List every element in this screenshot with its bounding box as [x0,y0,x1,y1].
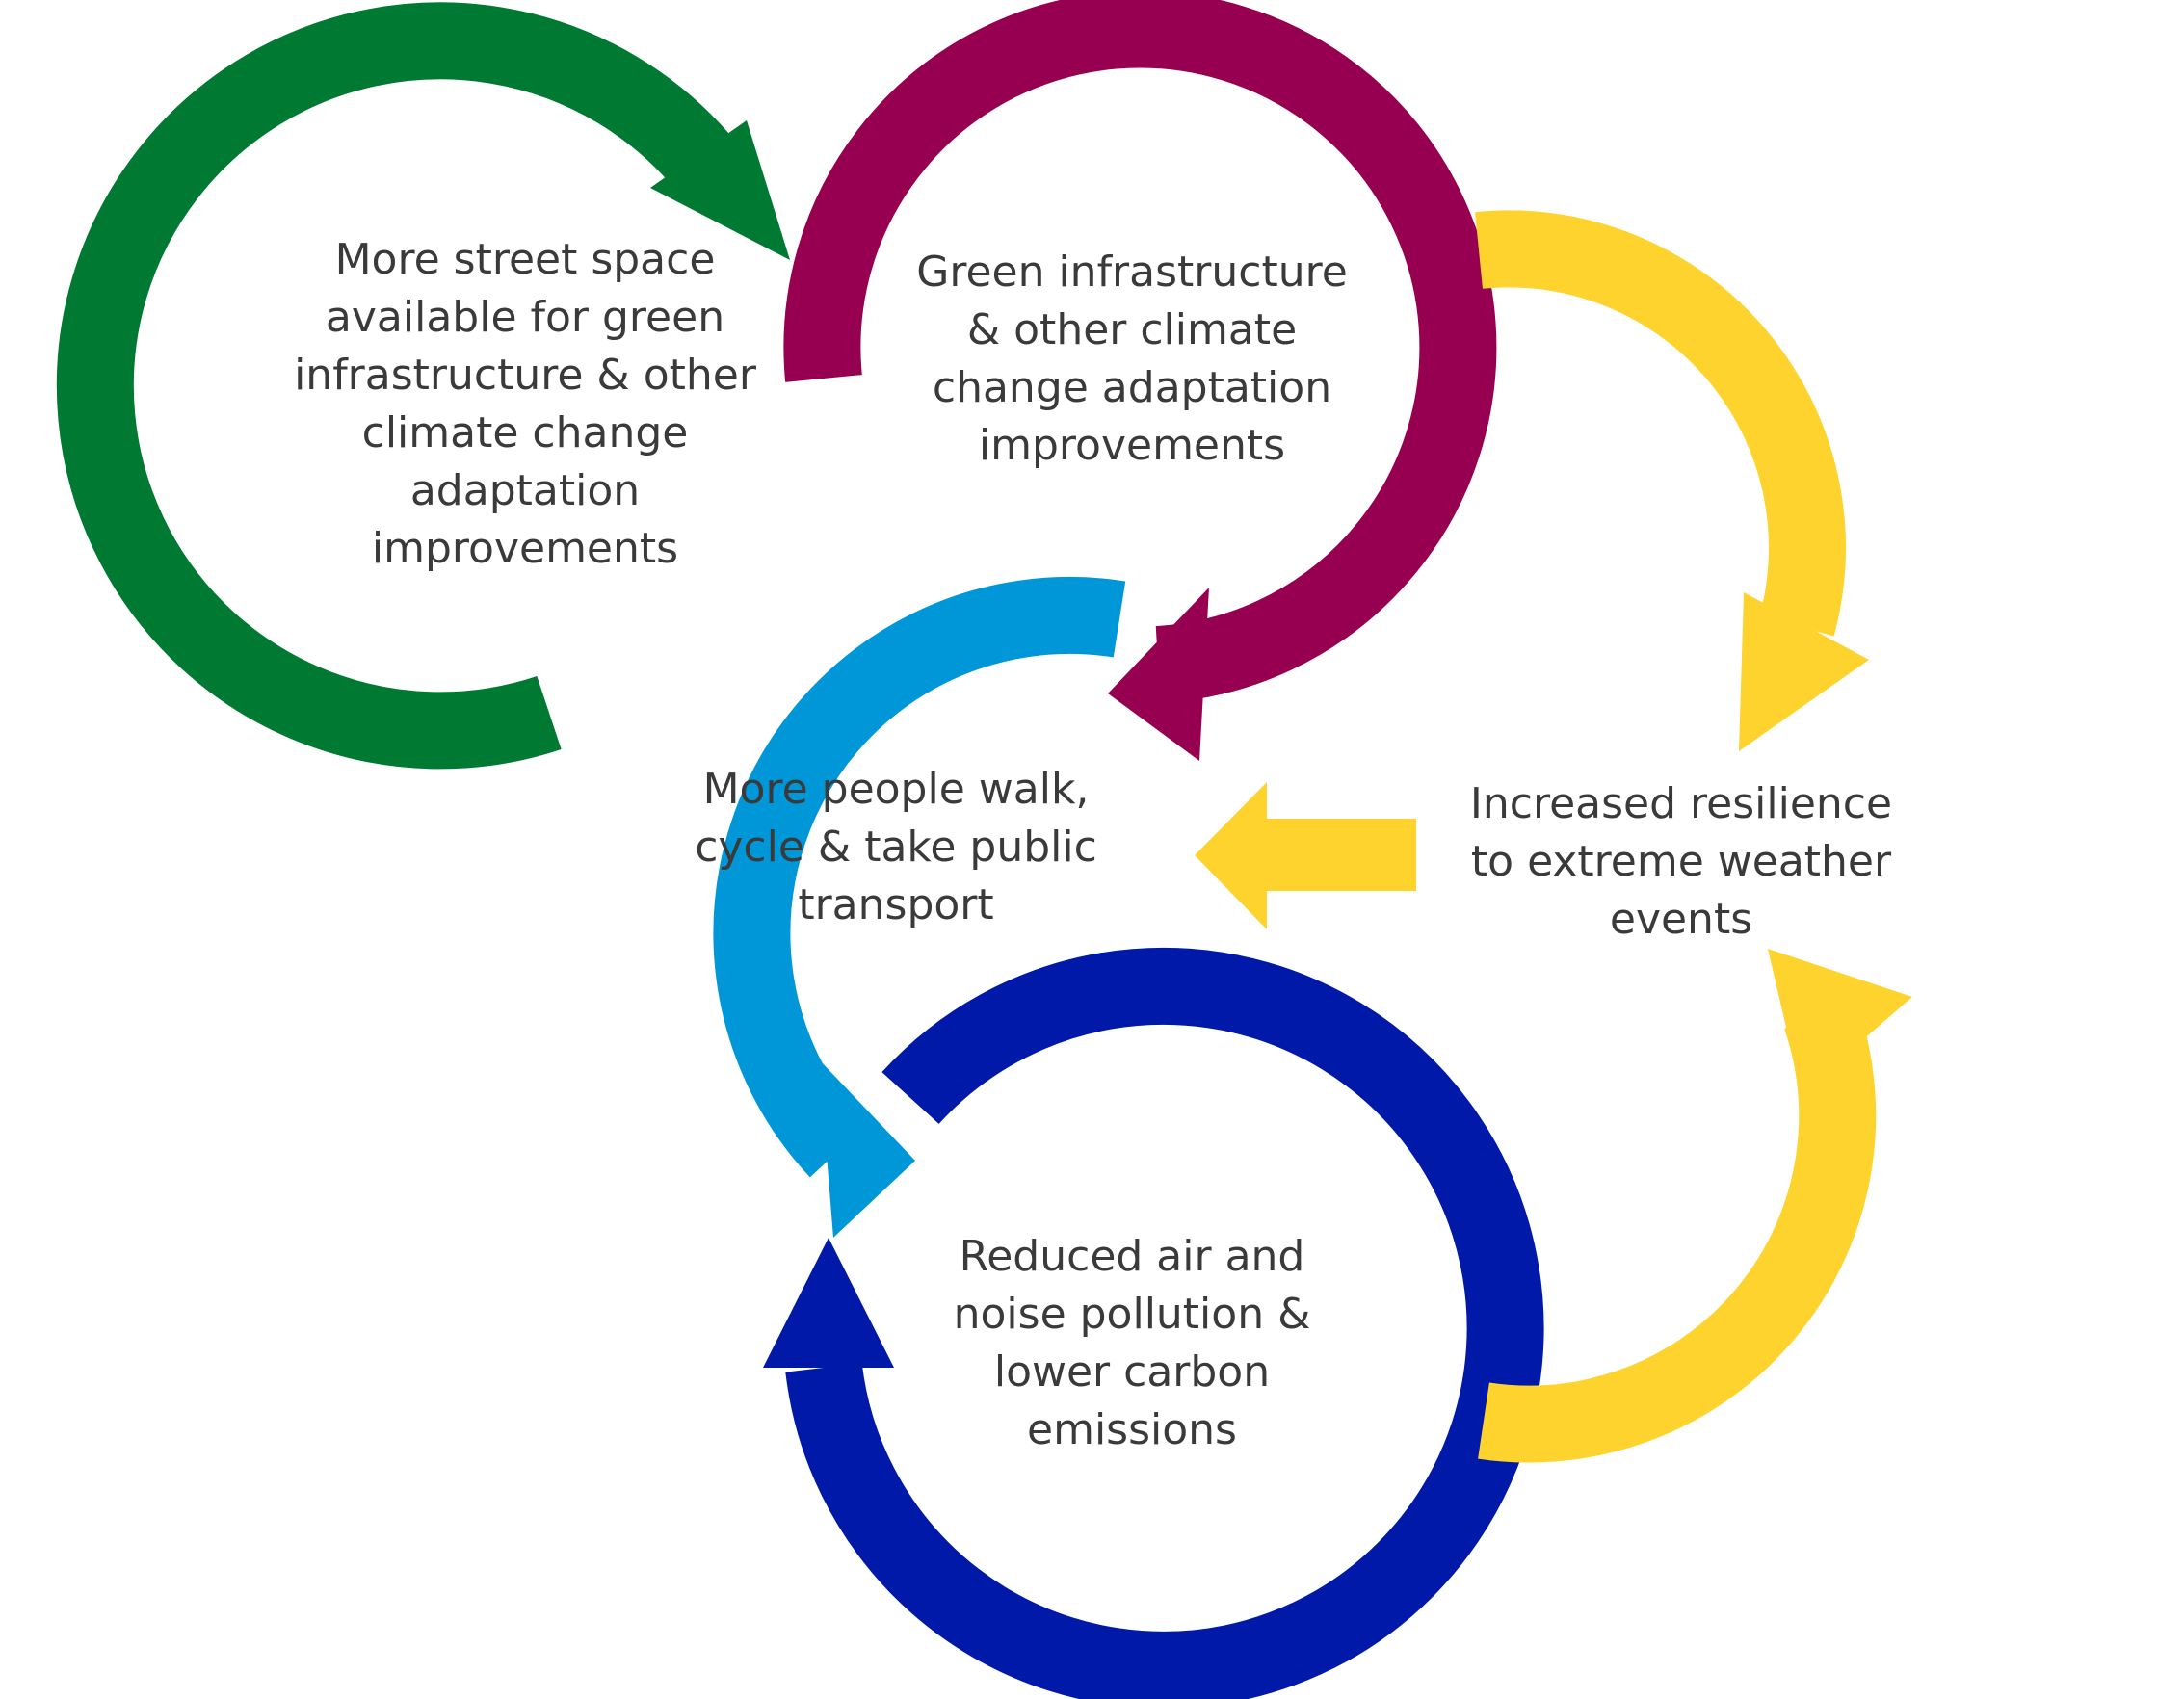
node-resilience: Increased resilience to extreme weather … [1469,779,1893,944]
light-blue-arrowhead [819,1059,915,1238]
green-arrowhead [650,120,790,260]
yellow-top-arrowhead [1739,592,1869,751]
yellow-left-arrow [1195,782,1416,929]
node-walk-cycle: More people walk, cycle & take public tr… [695,765,1097,929]
green-cycle-arrow [56,2,739,770]
node-green-infrastructure: Green infrastructure & other climate cha… [916,248,1348,470]
dark-blue-arrowhead [763,1238,894,1368]
yellow-bottom-arrow [1478,1004,1877,1463]
yellow-top-arrow [1475,210,1846,637]
purple-arrowhead [1108,588,1209,761]
light-blue-cycle-arrow [713,577,1126,1178]
yellow-bottom-arrowhead [1768,949,1912,1093]
node-pollution: Reduced air and noise pollution & lower … [953,1232,1311,1454]
purple-cycle-arrow [783,0,1497,703]
node-street-space: More street space available for green in… [294,235,756,573]
